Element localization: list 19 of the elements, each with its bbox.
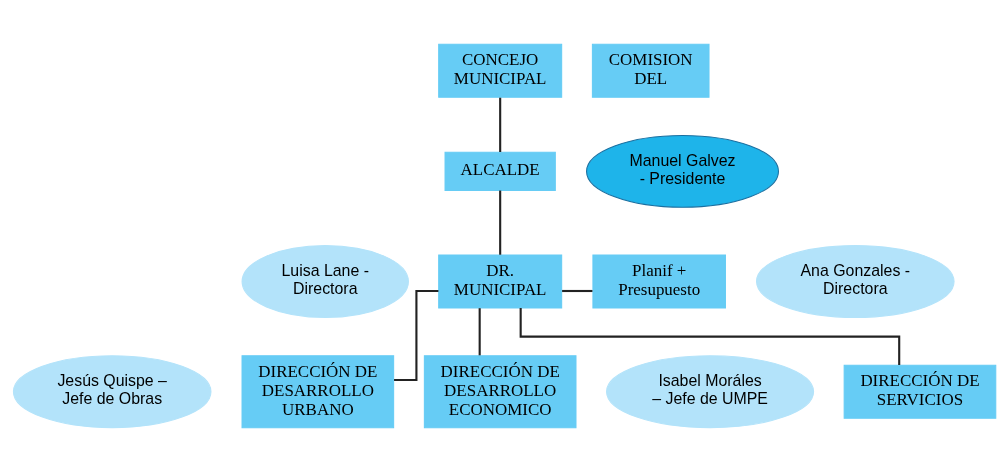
connector — [561, 289, 592, 293]
node-ellipse: Jesús Quispe – Jefe de Obras — [12, 355, 211, 429]
node-ellipse: Manuel Galvez - Presidente — [585, 134, 779, 208]
node-box: DIRECCIÓN DE DESARROLLO URBANO — [241, 355, 394, 429]
node-ellipse: Isabel Moráles – Jefe de UMPE — [605, 355, 814, 429]
node-box: COMISION DEL — [591, 43, 710, 98]
connector — [498, 97, 501, 152]
node-box: DIRECCIÓN DE DESARROLLO ECONOMICO — [423, 355, 576, 429]
node-ellipse: Luisa Lane - Directora — [241, 245, 409, 318]
node-box: Planif + Presupuesto — [591, 254, 726, 309]
connector — [519, 308, 900, 366]
connector — [498, 190, 501, 255]
connector — [478, 308, 481, 356]
node-box: CONCEJO MUNICIPAL — [437, 43, 562, 98]
node-box: ALCALDE — [444, 151, 556, 191]
node-box: DR. MUNICIPAL — [437, 254, 562, 309]
node-box: DIRECCIÓN DE SERVICIOS — [843, 364, 996, 419]
connector — [393, 289, 438, 382]
node-ellipse: Ana Gonzales - Directora — [755, 245, 955, 318]
